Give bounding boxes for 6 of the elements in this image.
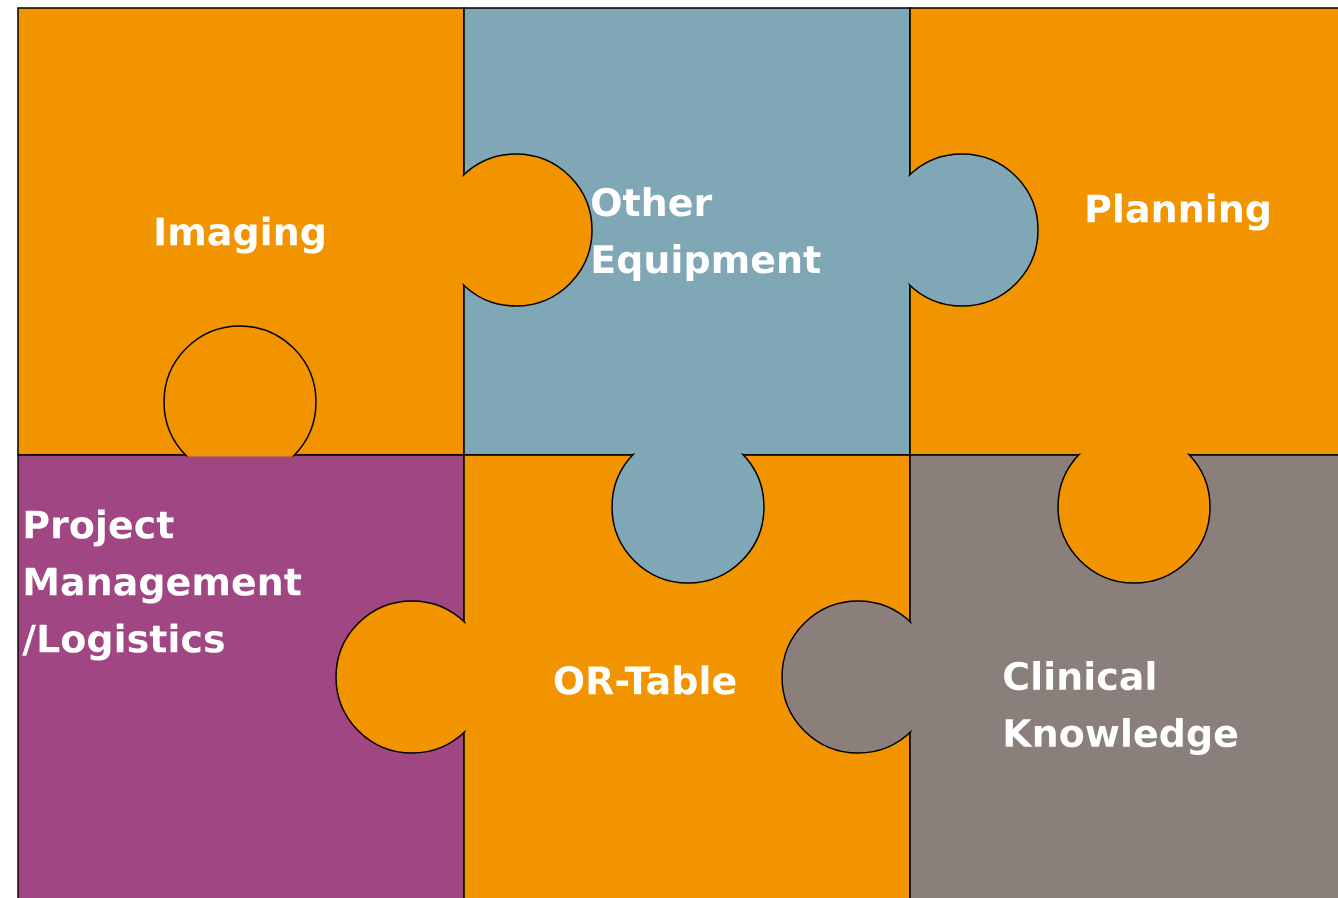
- piece-label: Planning: [1087, 193, 1269, 231]
- piece-label: Project Management /Logistics: [22, 509, 302, 661]
- piece-label: Imaging: [156, 216, 324, 254]
- piece-label: Clinical Knowledge: [1004, 660, 1238, 756]
- piece-label: OR-Table: [554, 665, 736, 695]
- piece-label: Other Equipment: [592, 187, 821, 281]
